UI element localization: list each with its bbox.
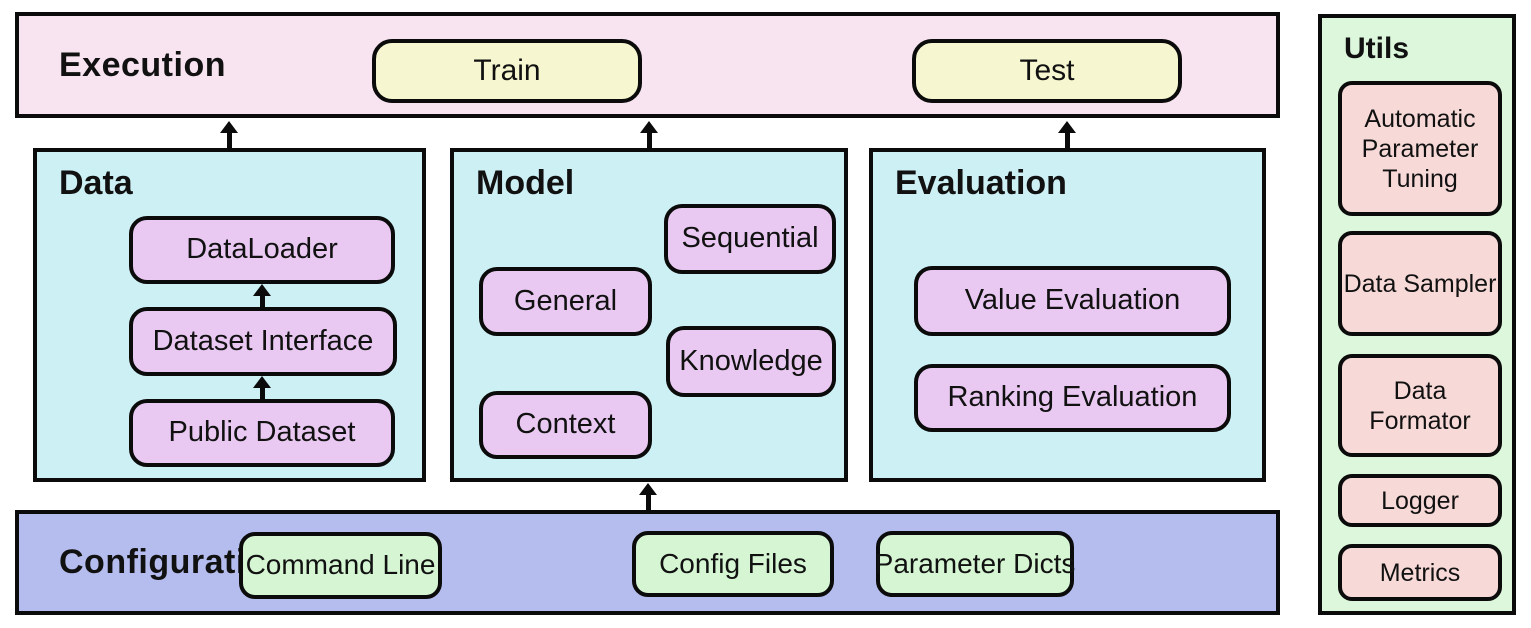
arrow-shaft [1064, 133, 1070, 148]
evaluation-title: Evaluation [895, 164, 1067, 202]
arrow-configuration-to-model [639, 483, 657, 510]
arrow-shaft [259, 296, 265, 307]
arrow-shaft [646, 133, 652, 148]
execution-title: Execution [59, 45, 226, 84]
arrow-shaft [645, 495, 651, 510]
metrics-node: Metrics [1338, 544, 1502, 601]
arrow-shaft [259, 388, 265, 399]
train-node: Train [372, 39, 642, 103]
config-files-node: Config Files [632, 531, 834, 597]
data-sampler-node: Data Sampler [1338, 231, 1502, 336]
knowledge-node: Knowledge [666, 326, 836, 397]
arrow-head [640, 121, 658, 133]
arrow-public-dataset-to-dataset-interface [253, 376, 271, 399]
sequential-node: Sequential [664, 204, 836, 274]
command-line-node: Command Line [239, 532, 442, 599]
utils-title: Utils [1344, 32, 1410, 65]
arrow-head [639, 483, 657, 495]
dataloader-node: DataLoader [129, 216, 395, 284]
arrow-head [220, 121, 238, 133]
arrow-evaluation-to-execution [1058, 121, 1076, 148]
arrow-shaft [226, 133, 232, 148]
arrow-head [1058, 121, 1076, 133]
arrow-head [253, 376, 271, 388]
arrow-data-to-execution [220, 121, 238, 148]
utils-section: Utils Automatic Parameter Tuning Data Sa… [1318, 14, 1516, 615]
public-dataset-node: Public Dataset [129, 399, 395, 467]
model-title: Model [476, 164, 575, 202]
data-section: Data DataLoader Dataset Interface Public… [33, 148, 426, 482]
data-formator-node: Data Formator [1338, 354, 1502, 457]
ranking-evaluation-node: Ranking Evaluation [914, 364, 1231, 432]
model-section: Model Sequential General Knowledge Conte… [450, 148, 848, 482]
arrow-dataset-interface-to-dataloader [253, 284, 271, 307]
data-title: Data [59, 164, 133, 202]
context-node: Context [479, 391, 652, 459]
test-node: Test [912, 39, 1182, 103]
parameter-dicts-node: Parameter Dicts [875, 531, 1075, 597]
general-node: General [479, 267, 652, 336]
execution-section: Execution Train Test [15, 12, 1280, 118]
value-evaluation-node: Value Evaluation [914, 266, 1231, 336]
arrow-head [253, 284, 271, 296]
logger-node: Logger [1338, 474, 1502, 527]
dataset-interface-node: Dataset Interface [129, 307, 397, 376]
automatic-parameter-tuning-node: Automatic Parameter Tuning [1338, 81, 1502, 216]
arrow-model-to-execution [640, 121, 658, 148]
evaluation-section: Evaluation Value Evaluation Ranking Eval… [869, 148, 1266, 482]
configuration-section: Configuration Command Line Config Files … [15, 510, 1280, 615]
